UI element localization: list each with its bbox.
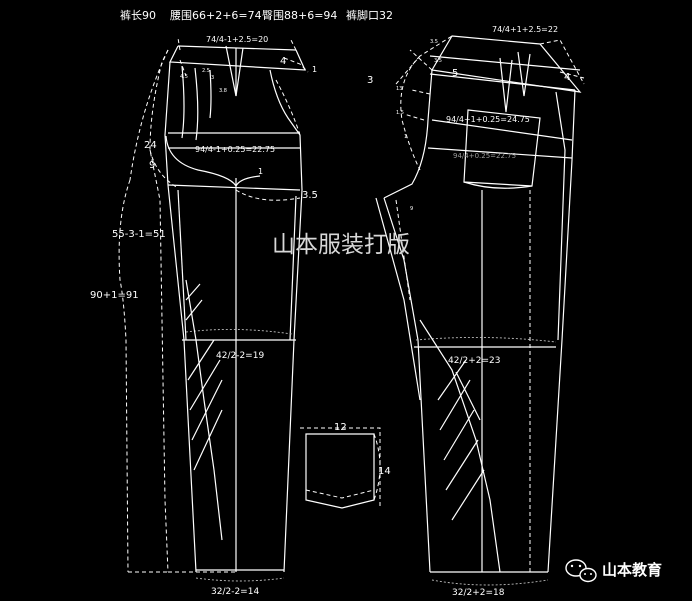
back-knee-formula: 42/2+2=23	[448, 356, 500, 366]
front-pattern-piece	[118, 37, 309, 582]
back-label-3-5: 3.5	[430, 39, 438, 45]
front-small-4-5: 4.5	[180, 74, 188, 80]
back-label-5: 5	[452, 68, 458, 79]
front-label-1a: 1	[312, 65, 317, 74]
front-label-1b: 1	[258, 167, 263, 176]
pocket-height-label: 14	[378, 466, 391, 477]
wechat-icon	[565, 559, 597, 583]
pocket-piece	[300, 427, 381, 509]
back-hem-formula: 32/2+2=18	[452, 588, 505, 598]
back-pattern-piece	[375, 35, 585, 586]
front-small-2-5: 2.5	[202, 68, 210, 74]
front-knee-formula: 42/2-2=19	[216, 351, 264, 361]
back-hip-formula: 94/4+1+0.25=24.75	[446, 115, 530, 124]
front-small-3: 3	[211, 75, 214, 81]
front-label-9: 9	[149, 160, 155, 171]
front-side-outer: 90+1=91	[90, 290, 139, 301]
header-length: 裤长90	[120, 8, 156, 22]
front-hip-formula: 94/4-1+0.25=22.75	[195, 145, 275, 154]
back-waist-formula: 74/4+1+2.5=22	[492, 25, 558, 34]
back-hip-formula-2: 94/4+0.25=22.75	[453, 152, 516, 160]
front-label-24: 24	[144, 140, 157, 151]
back-label-4: 4	[564, 72, 570, 83]
back-small-1-5: 1.5	[396, 110, 404, 116]
back-small-1: 1	[404, 134, 407, 140]
front-side-inner: 55-3-1=51	[112, 229, 166, 240]
back-label-3: 3	[367, 75, 373, 86]
watermark-text: 山本服装打版	[272, 232, 410, 258]
front-label-4: 4	[280, 56, 286, 67]
back-small-13: 13	[396, 86, 402, 92]
front-label-3-5: 3.5	[302, 190, 318, 201]
brand-name: 山本教育	[602, 561, 662, 579]
front-waist-formula: 74/4-1+2.5=20	[206, 35, 268, 44]
header-hip: 臀围88+6=94	[262, 9, 337, 22]
back-small-3-5: 3.5	[434, 58, 442, 64]
header-waist: 腰围66+2+6=74	[170, 9, 262, 22]
brand-logo: 山本教育	[565, 559, 662, 583]
pocket-width-label: 12	[334, 422, 347, 433]
back-label-9: 9	[410, 206, 413, 212]
header-hem: 裤脚口32	[346, 8, 393, 22]
front-hem-formula: 32/2-2=14	[211, 587, 259, 597]
front-small-3-8: 3.8	[219, 88, 227, 94]
